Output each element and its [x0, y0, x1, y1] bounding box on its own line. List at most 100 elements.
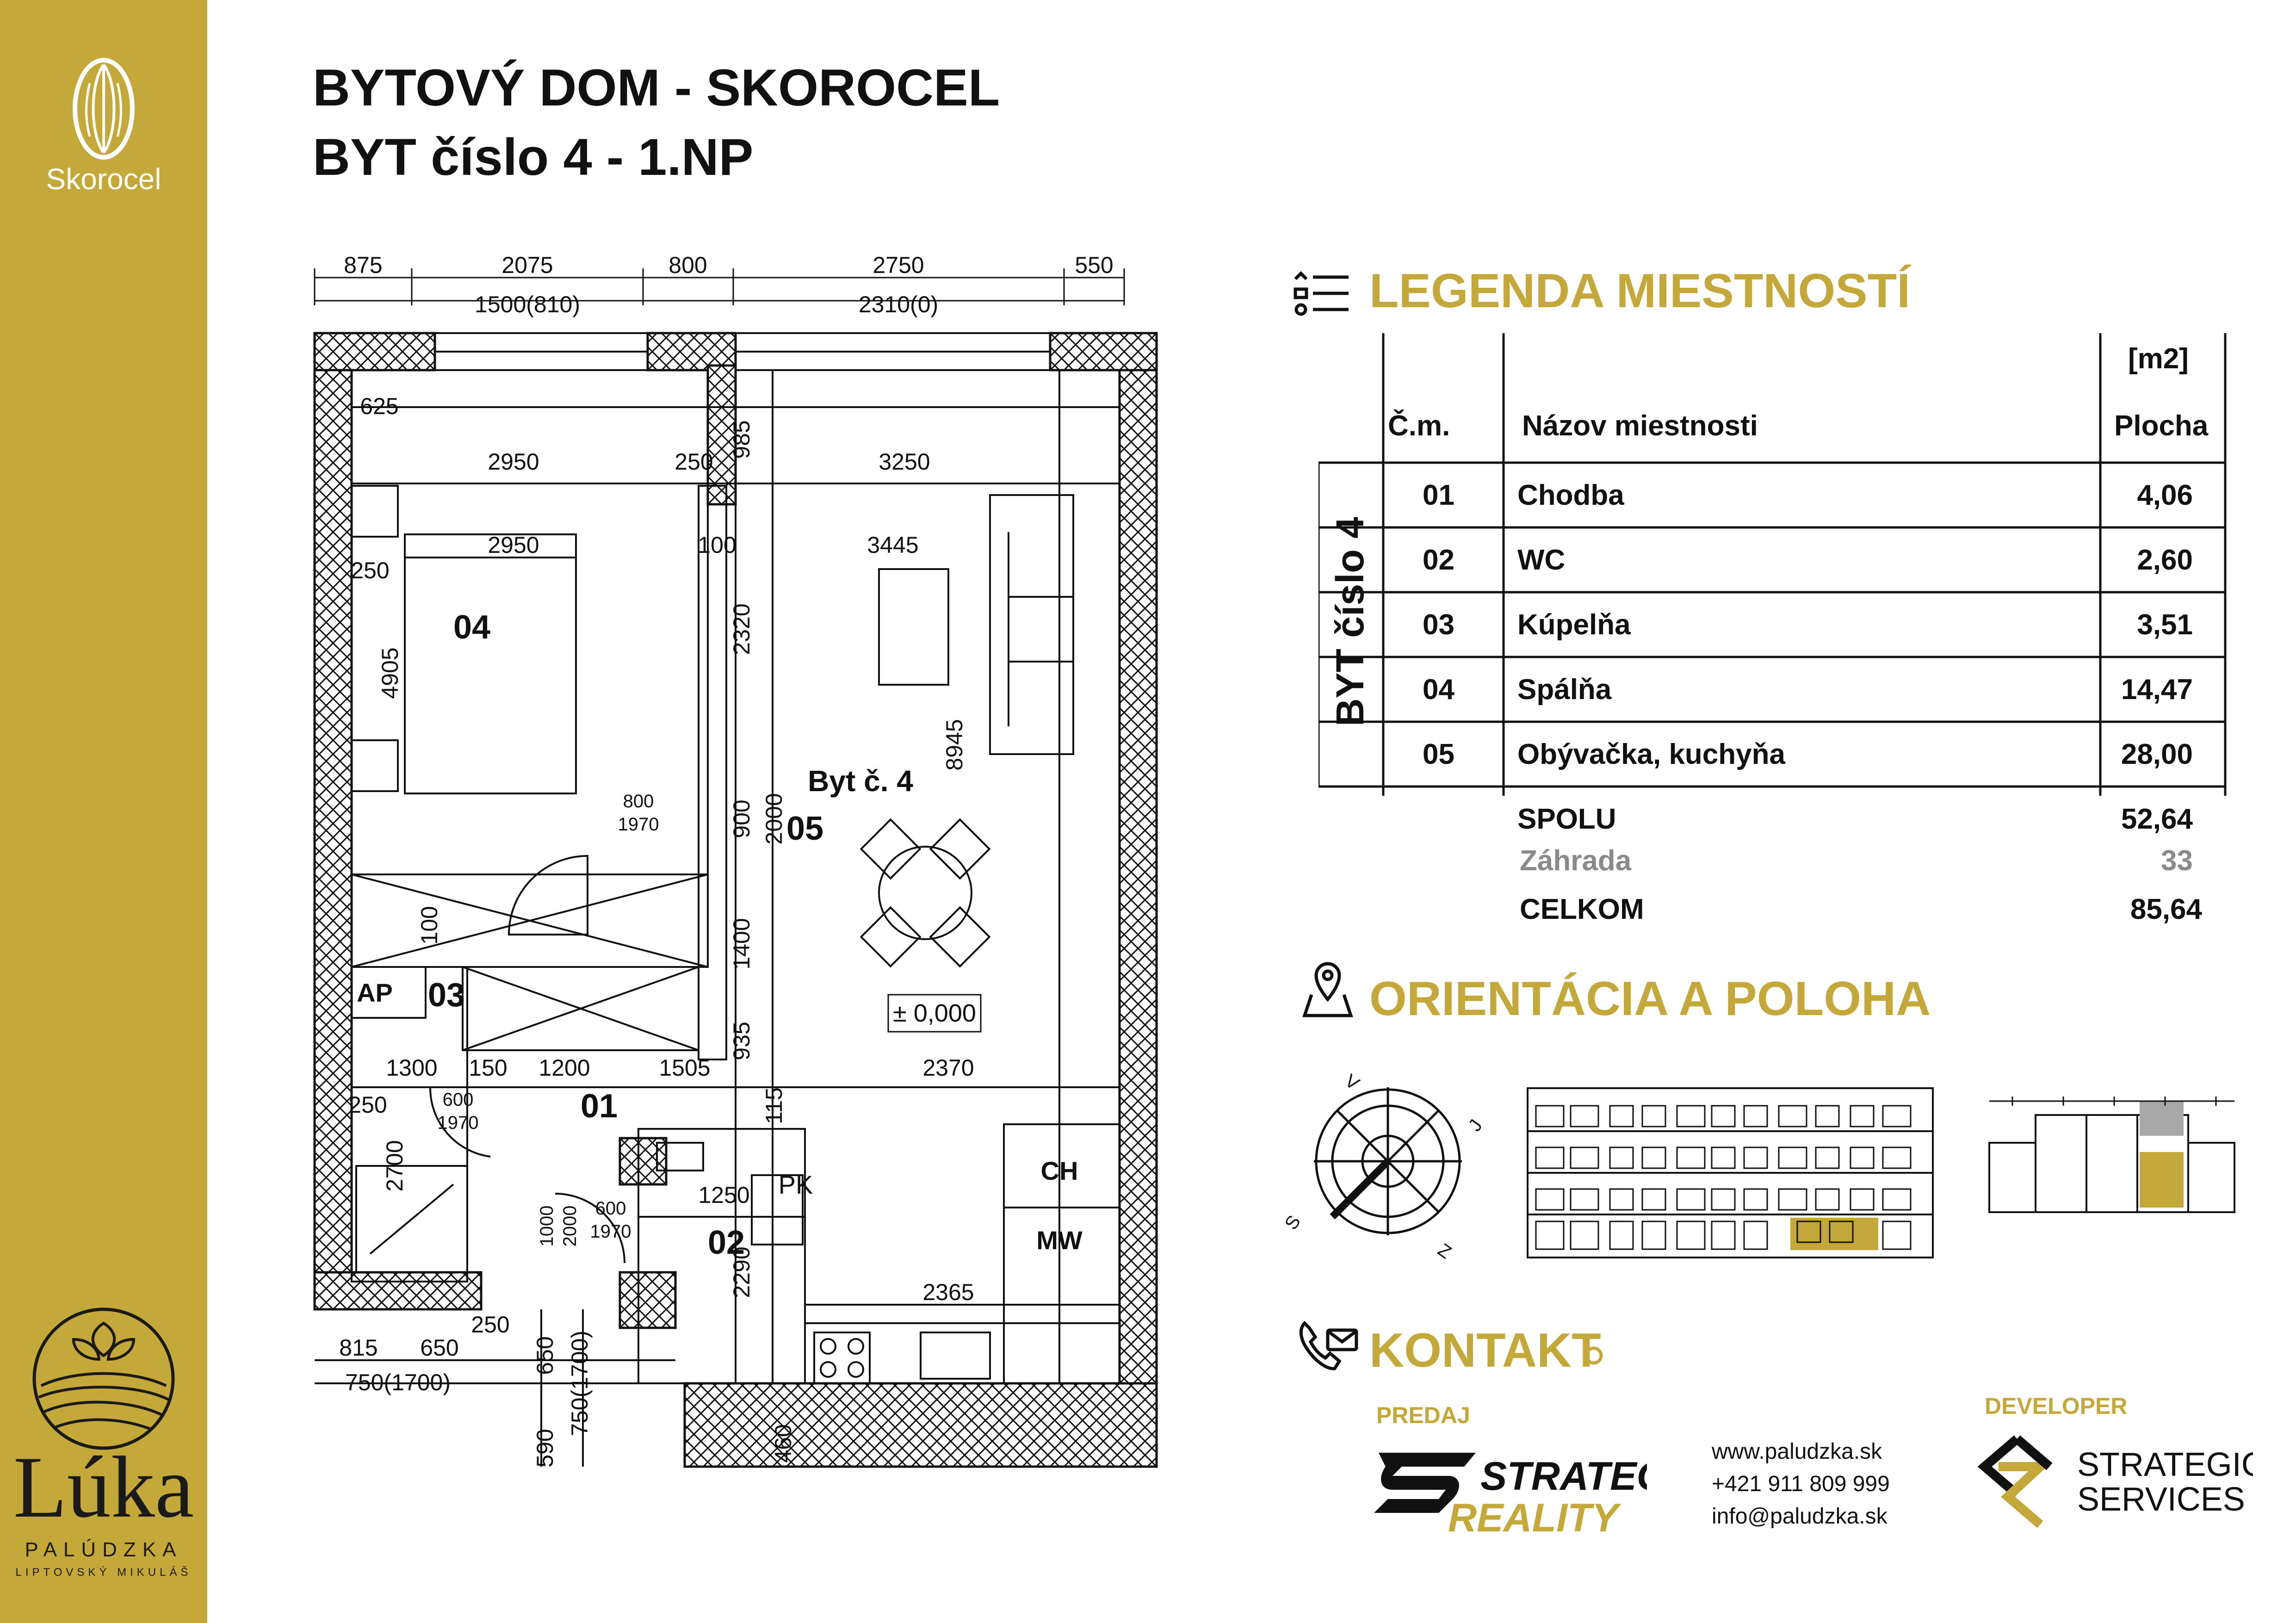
dim-250-a: 250 — [675, 449, 713, 475]
dim-1970-door: 1970 — [618, 814, 659, 835]
legend-col-no: Č.m. — [1388, 410, 1450, 442]
pk-label: PK — [779, 1170, 813, 1199]
dim-150: 150 — [469, 1055, 507, 1081]
floor-plan: 875 2075 800 2750 550 1500(810) 2310(0) … — [313, 254, 1158, 1468]
compass-icon: V S J Z — [1281, 1071, 1486, 1263]
ap-label: AP — [357, 978, 393, 1007]
top-sub-dim-2: 2310(0) — [859, 291, 938, 317]
dim-2700: 2700 — [382, 1140, 408, 1191]
legend-side-label: BYT číslo 4 — [1328, 517, 1372, 726]
developer-label: DEVELOPER — [1985, 1393, 2128, 1419]
legend-row-01-area: 4,06 — [2137, 479, 2193, 511]
dim-900: 900 — [729, 799, 755, 838]
dim-8945: 8945 — [941, 719, 967, 770]
building-facade-diagram — [1527, 1087, 1934, 1258]
dim-115: 115 — [761, 1087, 787, 1124]
skorocel-logo-icon — [73, 58, 135, 160]
dim-985: 985 — [729, 420, 755, 458]
dim-3250: 3250 — [879, 449, 930, 475]
top-dim-550: 550 — [1075, 254, 1113, 278]
dim-100-b: 100 — [416, 906, 442, 944]
contact-phone: +421 911 809 999 — [1712, 1472, 1890, 1496]
legend-row-04-no: 04 — [1423, 674, 1454, 706]
site-plan-diagram — [1988, 1096, 2235, 1213]
dim-2000-b: 2000 — [560, 1206, 580, 1247]
contact-web: www.paludzka.sk — [1712, 1439, 1882, 1464]
dim-2000: 2000 — [761, 793, 787, 844]
legend-row-05-area: 28,00 — [2121, 738, 2193, 770]
room-04-label: 04 — [453, 609, 490, 646]
ch-label: CH — [1041, 1156, 1078, 1185]
orientation-heading: ORIENTÁCIA A POLOHA — [1369, 972, 1931, 1026]
dim-600-door-a: 600 — [443, 1090, 474, 1110]
dim-2950-a: 2950 — [488, 449, 539, 475]
legend-heading: LEGENDA MIESTNOSTÍ — [1369, 264, 1911, 318]
top-dim-800: 800 — [668, 254, 707, 278]
phone-mail-icon — [1299, 1321, 1358, 1370]
contact-email: info@paludzka.sk — [1712, 1504, 1888, 1529]
mw-label: MW — [1036, 1226, 1083, 1255]
room-03-label: 03 — [428, 977, 465, 1014]
dim-750-vert: 750(1700) — [567, 1331, 593, 1436]
dim-2950-b: 2950 — [488, 532, 539, 558]
dim-800-door: 800 — [623, 791, 654, 812]
skorocel-brand: Skorocel — [46, 162, 161, 196]
compass-v: V — [1341, 1071, 1363, 1095]
dim-460: 460 — [770, 1424, 796, 1462]
grand-total-value: 85,64 — [2130, 893, 2202, 925]
top-dim-875: 875 — [344, 254, 382, 278]
luka-logo-icon — [32, 1307, 175, 1450]
dim-1400: 1400 — [729, 918, 755, 969]
list-icon — [1293, 271, 1349, 316]
garden-label: Záhrada — [1520, 845, 1632, 877]
strategic-services-logo: STRATEGIC SERVICES — [1977, 1435, 2253, 1528]
total-value: 52,64 — [2121, 803, 2193, 835]
dim-250-d: 250 — [471, 1312, 509, 1338]
legend-row-02-no: 02 — [1423, 544, 1454, 576]
dim-1200: 1200 — [538, 1055, 590, 1081]
dim-100-a: 100 — [698, 532, 736, 558]
dim-1000: 1000 — [537, 1206, 557, 1247]
dim-2290: 2290 — [729, 1246, 755, 1298]
legend-row-03-name: Kúpelňa — [1517, 609, 1631, 641]
legend-row-04-name: Spálňa — [1517, 674, 1612, 706]
title-apartment: BYT číslo 4 - 1.NP — [313, 128, 754, 186]
legend-row-03-no: 03 — [1423, 609, 1454, 641]
legend-row-02-name: WC — [1517, 544, 1566, 576]
room-legend-table — [1318, 333, 2227, 796]
total-label: SPOLU — [1517, 803, 1616, 835]
dim-1300: 1300 — [386, 1055, 437, 1081]
dim-2320: 2320 — [729, 603, 755, 655]
dim-1970-door-a: 1970 — [438, 1113, 479, 1133]
logo-services-line1: STRATEGIC — [2077, 1446, 2253, 1483]
dim-250-b: 250 — [351, 558, 389, 583]
contact-o-icon — [1584, 1346, 1603, 1365]
legend-row-05-name: Obývačka, kuchyňa — [1517, 738, 1785, 770]
map-pin-icon — [1302, 962, 1353, 1017]
title-building: BYTOVÝ DOM - SKOROCEL — [313, 59, 1000, 117]
logo-strategic-text: STRATEGIC — [1480, 1454, 1647, 1499]
dim-935: 935 — [729, 1022, 755, 1060]
contact-heading: KONTAKT — [1369, 1324, 1601, 1377]
dim-1970-door-b: 1970 — [590, 1221, 631, 1242]
legend-col-name: Názov miestnosti — [1522, 410, 1758, 442]
room-05-label: 05 — [786, 810, 823, 847]
logo-reality-text: REALITY — [1448, 1496, 1621, 1540]
legend-row-03-area: 3,51 — [2137, 609, 2193, 641]
compass-s: S — [1281, 1212, 1305, 1233]
apartment-label: Byt č. 4 — [808, 764, 913, 798]
compass-z: Z — [1434, 1239, 1455, 1263]
dim-625: 625 — [360, 393, 398, 419]
paludzka-label: PALÚDZKA — [25, 1538, 183, 1561]
legend-row-02-area: 2,60 — [2137, 544, 2193, 576]
dim-590: 590 — [532, 1429, 558, 1467]
legend-row-01-no: 01 — [1423, 479, 1454, 511]
grand-total-label: CELKOM — [1520, 893, 1644, 925]
garden-value: 33 — [2161, 845, 2193, 877]
strategic-reality-logo: STRATEGIC REALITY — [1374, 1453, 1647, 1540]
legend-row-01-name: Chodba — [1517, 479, 1624, 511]
bottom-sub-dim: 750(1700) — [345, 1369, 451, 1395]
legend-col-area: Plocha — [2114, 410, 2209, 442]
logo-services-line2: SERVICES — [2077, 1481, 2245, 1518]
dim-650-vert: 650 — [532, 1336, 558, 1375]
